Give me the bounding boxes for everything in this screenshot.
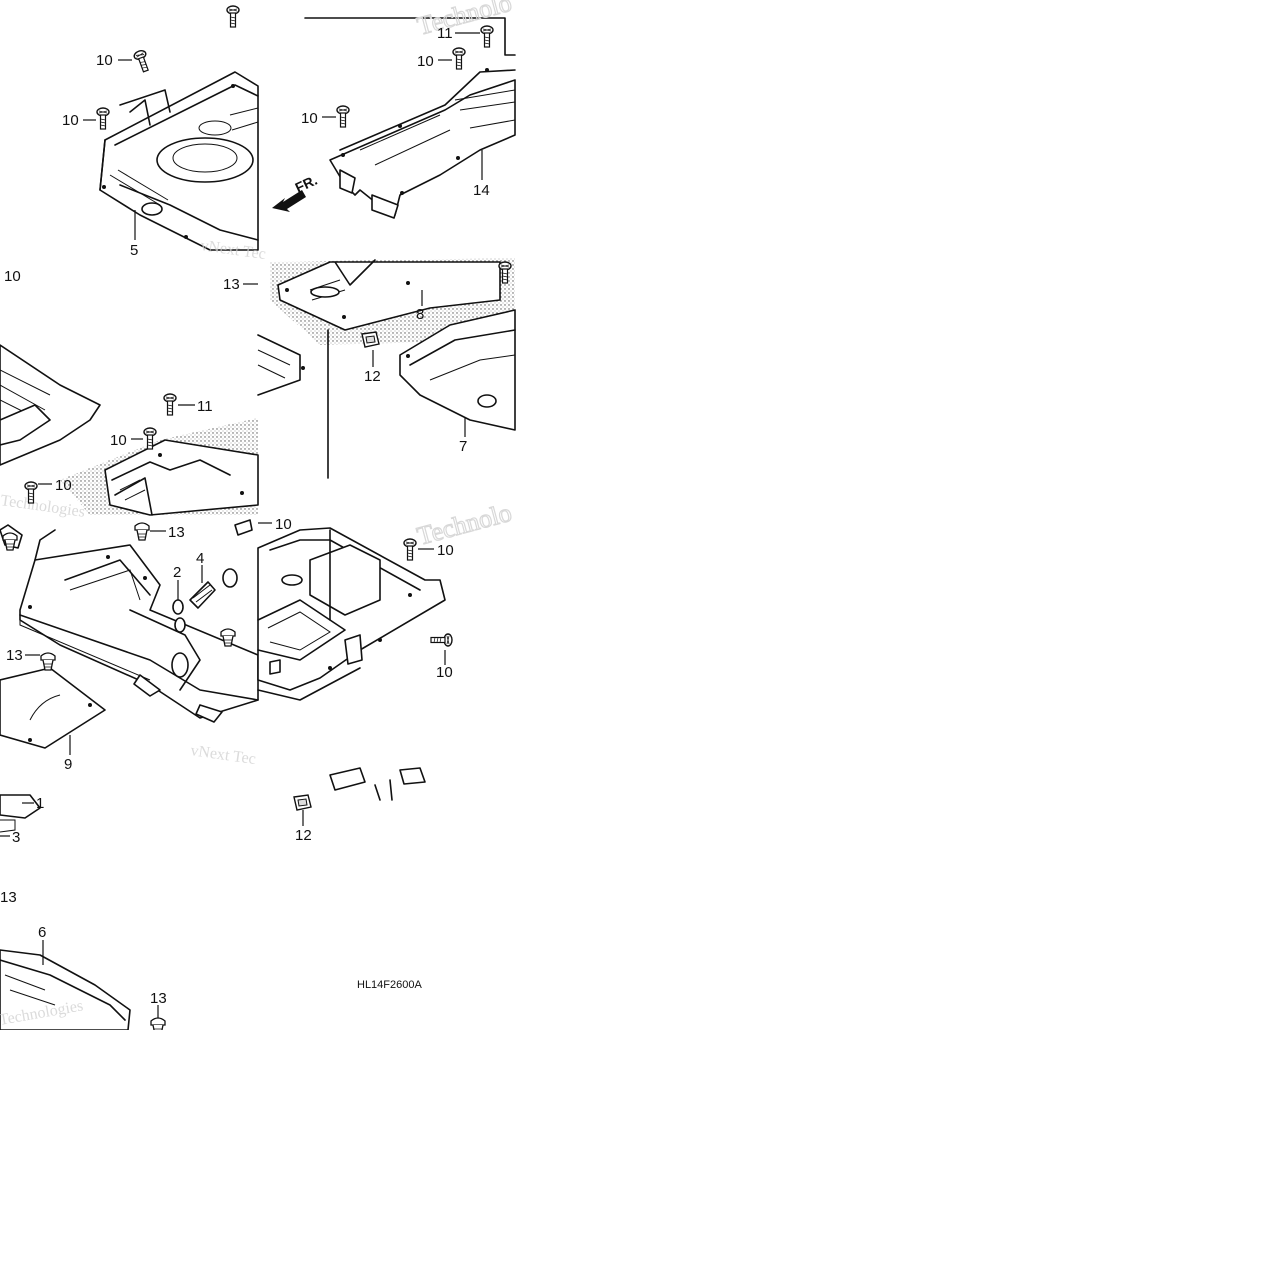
callout-5: 5 (130, 242, 138, 259)
watermark-text: vNext Tec (189, 742, 256, 768)
callout-10: 10 (275, 516, 292, 533)
callout-14: 14 (473, 182, 490, 199)
callout-10: 10 (4, 268, 21, 285)
callout-4: 4 (196, 550, 204, 567)
callout-13: 13 (6, 647, 23, 664)
callout-6: 6 (38, 924, 46, 941)
callout-10: 10 (110, 432, 127, 449)
callout-12: 12 (364, 368, 381, 385)
callout-10: 10 (417, 53, 434, 70)
callout-11: 11 (197, 398, 213, 415)
callout-8: 8 (416, 306, 424, 323)
panel-middle-right (257, 258, 516, 479)
callout-10: 10 (301, 110, 318, 127)
front-arrow-label: FR. (293, 172, 320, 196)
callout-13: 13 (0, 889, 17, 906)
nut-icon (361, 331, 380, 348)
blank-area (0, 1030, 1285, 1285)
callout-9: 9 (64, 756, 72, 773)
watermark-text: Technolo (414, 0, 515, 41)
panel-bottom-left (0, 794, 166, 1036)
panel-lower-left (0, 519, 259, 749)
callout-labels: 10 10 10 10 11 5 14 10 13 8 12 7 11 10 1… (0, 25, 490, 1007)
callout-10: 10 (62, 112, 79, 129)
callout-1: 1 (36, 795, 44, 812)
callout-11: 11 (437, 25, 453, 42)
callout-10: 10 (55, 477, 72, 494)
watermark-text: Technologies (0, 492, 86, 521)
callout-12: 12 (295, 827, 312, 844)
callout-2: 2 (173, 564, 181, 581)
panel-middle-left (0, 344, 259, 516)
callout-7: 7 (459, 438, 467, 455)
callout-10: 10 (436, 664, 453, 681)
watermark-text: Technolo (414, 498, 515, 551)
panel-top-left (99, 71, 259, 251)
panel-lower-right (257, 527, 446, 811)
callout-10: 10 (437, 542, 454, 559)
front-arrow-icon (272, 190, 306, 212)
diagram-code: HL14F2600A (357, 979, 422, 991)
callout-13: 13 (150, 990, 167, 1007)
callout-13: 13 (168, 524, 185, 541)
callout-13: 13 (223, 276, 240, 293)
callout-10: 10 (96, 52, 113, 69)
callout-3: 3 (12, 829, 20, 846)
callout-leaders (0, 32, 483, 1018)
